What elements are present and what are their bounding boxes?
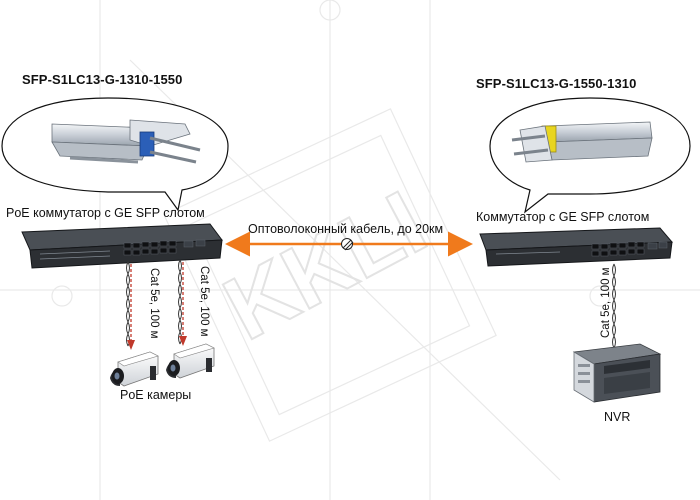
cameras-label: PoE камеры	[120, 388, 192, 402]
camera-1-icon	[110, 351, 159, 387]
left-sfp-module	[51, 119, 201, 164]
camera-2-icon	[166, 343, 215, 379]
fiber-link-label: Оптоволоконный кабель, до 20км	[248, 222, 444, 236]
nvr-icon	[572, 343, 662, 403]
right-switch	[479, 227, 674, 267]
right-switch-label: Коммутатор с GE SFP слотом	[476, 210, 650, 224]
left-switch-label: PoE коммутатор с GE SFP слотом	[6, 206, 205, 220]
left-cable-2	[178, 259, 187, 346]
right-cable	[612, 263, 616, 349]
right-module-title: SFP-S1LC13-G-1550-1310	[476, 76, 637, 91]
fiber-link	[225, 231, 473, 257]
right-sfp-module	[511, 121, 653, 163]
nvr-label: NVR	[604, 410, 631, 424]
left-switch	[21, 223, 223, 269]
left-module-title: SFP-S1LC13-G-1310-1550	[22, 72, 183, 87]
left-cable-2-label: Cat 5e, 100 м	[198, 266, 210, 337]
left-cable-1	[126, 261, 135, 350]
right-cable-label: Cat 5e, 100 м	[600, 267, 612, 338]
left-cable-1-label: Cat 5e, 100 м	[148, 268, 160, 339]
